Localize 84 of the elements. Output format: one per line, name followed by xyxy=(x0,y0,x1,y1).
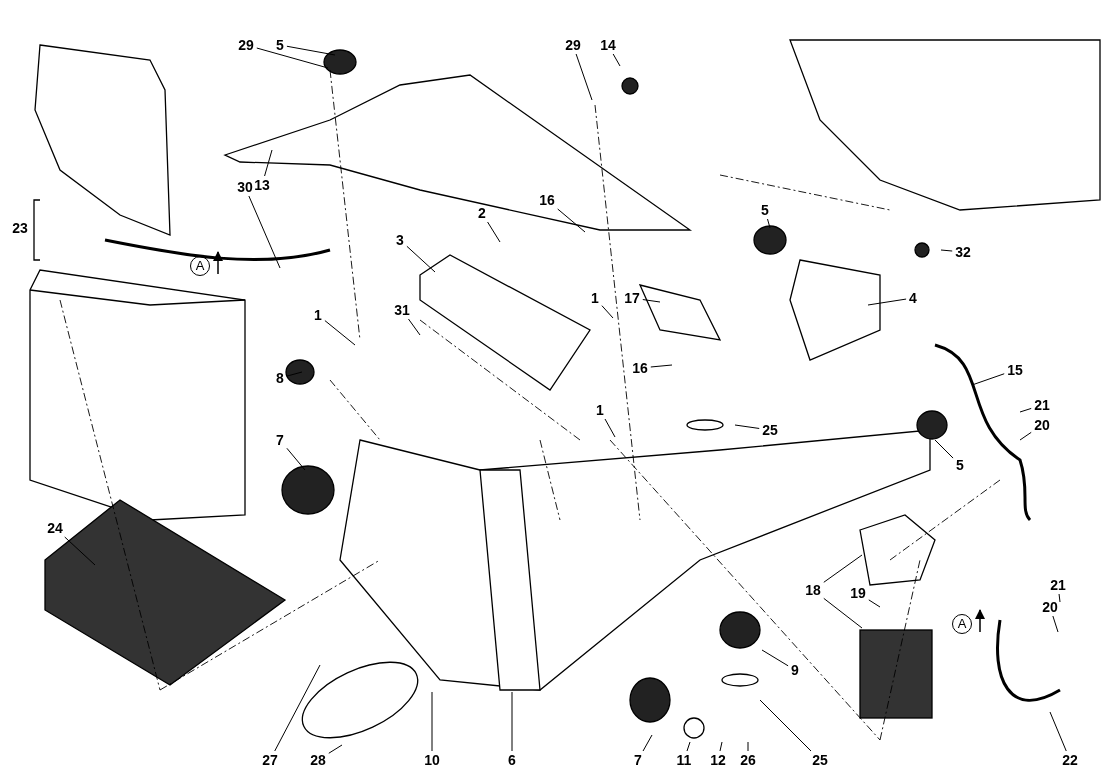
callout-number: 20 xyxy=(1040,599,1060,615)
callout-number: 1 xyxy=(594,402,606,418)
leader-line xyxy=(557,208,586,233)
callout-number: 16 xyxy=(537,192,557,208)
leader-line xyxy=(286,447,306,471)
leader-line xyxy=(328,744,343,754)
leader-line xyxy=(1019,407,1032,413)
leader-line xyxy=(264,149,273,177)
leader-line xyxy=(642,299,661,303)
callout-number: 22 xyxy=(1060,752,1080,768)
callout-number: 23 xyxy=(11,220,29,236)
callout-number: 9 xyxy=(789,662,801,678)
callout-number: 31 xyxy=(392,302,412,318)
callout-number: 3 xyxy=(394,232,406,248)
callout-number: 16 xyxy=(630,360,650,376)
leader-line xyxy=(408,318,421,336)
leader-line xyxy=(761,649,789,667)
callout-number: 13 xyxy=(252,177,272,193)
callout-number: 7 xyxy=(274,432,286,448)
leader-line xyxy=(324,320,356,346)
callout-number: 5 xyxy=(954,457,966,473)
callout-number: 12 xyxy=(708,752,728,768)
callout-number: 21 xyxy=(1048,577,1068,593)
leader-line xyxy=(1052,615,1059,633)
callout-number: 1 xyxy=(312,307,324,323)
callout-number: 18 xyxy=(803,582,823,598)
leader-line xyxy=(867,298,907,306)
leader-line xyxy=(686,741,691,752)
leader-line xyxy=(431,691,433,752)
callout-number: 19 xyxy=(848,585,868,601)
leader-line xyxy=(286,371,303,377)
leader-line xyxy=(767,218,771,229)
callout-number: 5 xyxy=(759,202,771,218)
leader-line xyxy=(823,554,863,583)
leader-line xyxy=(64,536,96,566)
callout-number: 2 xyxy=(476,205,488,221)
leader-line xyxy=(286,45,336,56)
callout-number: 27 xyxy=(260,752,280,768)
callout-number: 29 xyxy=(236,37,256,53)
callout-number: 26 xyxy=(738,752,758,768)
leader-line xyxy=(734,424,760,429)
callout-number: 6 xyxy=(506,752,518,768)
callout-number: 25 xyxy=(810,752,830,768)
leader-line xyxy=(1019,431,1032,441)
leader-line xyxy=(823,597,863,629)
callout-number: 4 xyxy=(907,290,919,306)
callout-number: 32 xyxy=(953,244,973,260)
callout-number: 5 xyxy=(274,37,286,53)
callout-number: 1 xyxy=(589,290,601,306)
callout-number: 17 xyxy=(622,290,642,306)
leader-line xyxy=(604,418,616,438)
callout-number: 10 xyxy=(422,752,442,768)
callout-number: 11 xyxy=(674,752,694,768)
leader-line xyxy=(642,734,653,752)
callout-number: 20 xyxy=(1032,417,1052,433)
callout-number: 21 xyxy=(1032,397,1052,413)
callout-number: 28 xyxy=(308,752,328,768)
callout-number: 24 xyxy=(45,520,65,536)
callout-number: 29 xyxy=(563,37,583,53)
callout-number: 25 xyxy=(760,422,780,438)
leader-line xyxy=(868,599,881,608)
leader-line xyxy=(719,741,723,752)
leader-line xyxy=(487,221,501,243)
callout-number: 30 xyxy=(235,179,255,195)
leader-line xyxy=(759,699,812,752)
leader-line xyxy=(747,741,749,752)
leader-line xyxy=(406,245,436,273)
leader-line xyxy=(248,195,281,269)
leader-line xyxy=(511,691,513,752)
leader-line xyxy=(940,249,953,252)
leader-line xyxy=(1049,711,1067,752)
leader-line xyxy=(971,373,1005,386)
leader-line xyxy=(612,53,621,67)
leader-line xyxy=(934,439,954,459)
leader-line xyxy=(601,305,614,319)
leader-line xyxy=(274,664,321,752)
callout-number: 7 xyxy=(632,752,644,768)
callout-number: 15 xyxy=(1005,362,1025,378)
leader-line xyxy=(256,47,329,69)
leader-line xyxy=(1058,593,1061,603)
leader-line xyxy=(575,53,593,101)
callout-number: 14 xyxy=(598,37,618,53)
callout-number: 8 xyxy=(274,370,286,386)
leader-line xyxy=(650,364,673,368)
